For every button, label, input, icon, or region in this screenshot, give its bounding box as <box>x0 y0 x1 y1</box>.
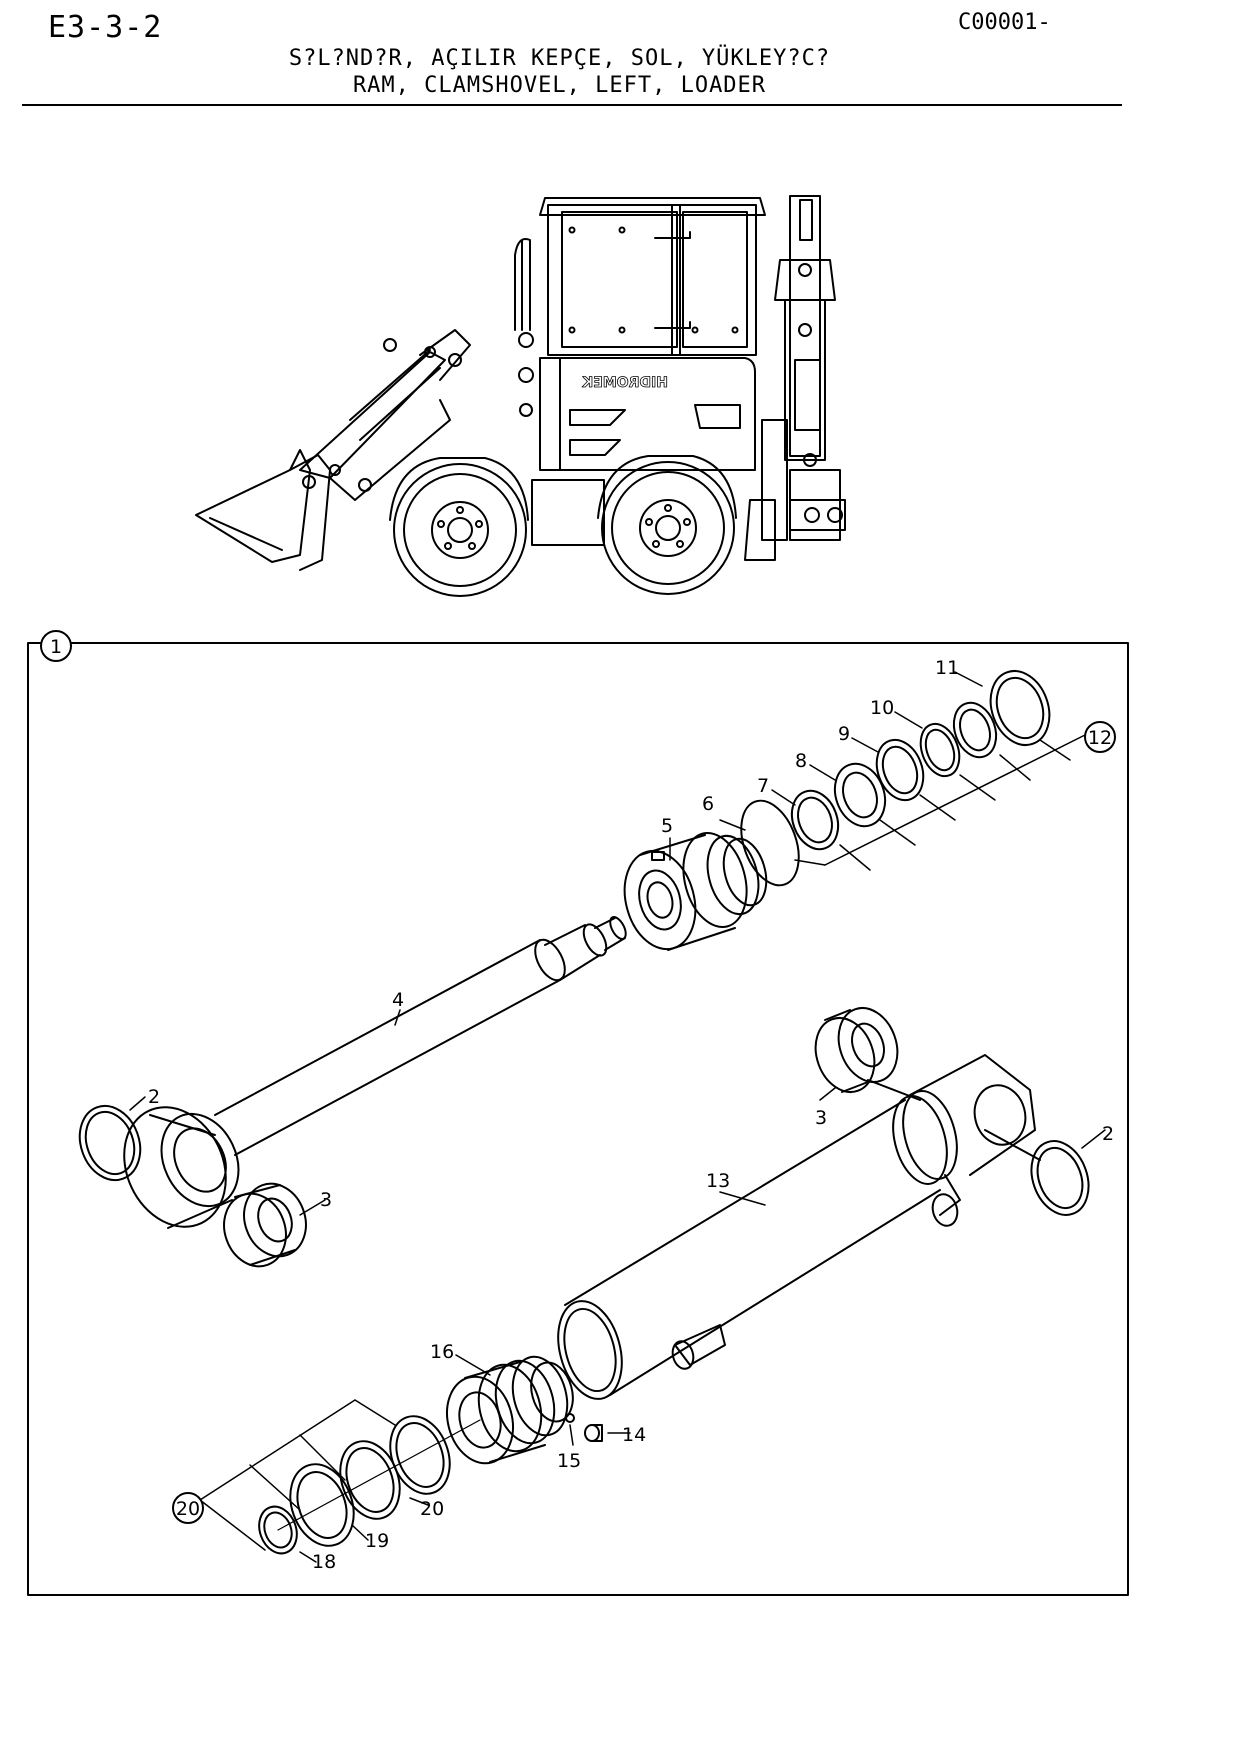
seal-8 <box>833 762 887 828</box>
snap-ring-right <box>984 1129 1090 1216</box>
title-english: RAM, CLAMSHOVEL, LEFT, LOADER <box>352 73 767 98</box>
rear-wheel <box>597 455 737 595</box>
callout-10: 10 <box>870 697 894 719</box>
callout-18: 18 <box>312 1551 336 1573</box>
callout-20: 20 <box>420 1498 444 1520</box>
machine-body <box>539 357 756 471</box>
rod-eye <box>123 1106 240 1229</box>
backhoe-loader-illustration: HIDROMEK <box>195 195 846 597</box>
header-rule <box>22 104 1122 106</box>
assembly-number: 1 <box>50 636 62 658</box>
callout-14: 14 <box>622 1424 646 1446</box>
callout-9: 9 <box>838 723 850 745</box>
callout-7: 7 <box>757 775 769 797</box>
page-code: E3-3-2 <box>48 10 163 45</box>
callout-13: 13 <box>706 1170 730 1192</box>
wiper-ring-top <box>989 670 1051 746</box>
piston-seal-20b <box>339 1440 401 1520</box>
ball-15 <box>565 1413 575 1423</box>
seal-10 <box>919 722 961 778</box>
seal-kit-12-leaders <box>794 734 1086 871</box>
cylinder-head <box>623 831 768 951</box>
brand-logo: HIDROMEK <box>581 375 668 391</box>
loader-bucket <box>195 449 311 563</box>
callout-20-text: 20 <box>176 1498 200 1520</box>
wear-ring-19 <box>289 1463 355 1547</box>
set-screw-14 <box>584 1424 603 1442</box>
cab <box>547 204 757 356</box>
callout-3-right: 3 <box>815 1107 827 1129</box>
piston <box>446 1355 574 1465</box>
seal-11 <box>952 701 998 759</box>
callout-8: 8 <box>795 750 807 772</box>
callout-6: 6 <box>702 793 714 815</box>
o-ring-6 <box>740 799 800 887</box>
spherical-bearing-rod <box>223 1182 307 1268</box>
seal-kit-20-leaders <box>199 1399 396 1551</box>
circled-callout-20 <box>172 1492 204 1524</box>
callout-2-right: 2 <box>1102 1123 1114 1145</box>
callout-12-text: 12 <box>1088 727 1112 749</box>
spherical-bearing-barrel <box>814 1007 921 1101</box>
piston-rod <box>214 916 627 1156</box>
backhoe-boom <box>744 195 846 561</box>
callout-leaders <box>129 671 1106 1563</box>
callout-2-left: 2 <box>148 1086 160 1108</box>
callout-19: 19 <box>365 1530 389 1552</box>
callout-5: 5 <box>661 815 673 837</box>
document-number: C00001- <box>958 10 1051 35</box>
callout-16: 16 <box>430 1341 454 1363</box>
assembly-number-circle <box>40 630 72 662</box>
title-turkish: S?L?ND?R, AÇILIR KEPÇE, SOL, YÜKLEY?C? <box>288 46 831 71</box>
ring-18 <box>258 1505 298 1555</box>
callout-11: 11 <box>935 657 959 679</box>
front-wheel <box>389 457 529 597</box>
callout-15: 15 <box>557 1450 581 1472</box>
seal-9 <box>875 738 925 802</box>
snap-ring-left <box>78 1104 142 1182</box>
callout-4: 4 <box>392 989 404 1011</box>
seal-7 <box>790 789 840 851</box>
callout-3-left: 3 <box>320 1189 332 1211</box>
loader-arm <box>299 351 446 479</box>
parts-frame <box>27 642 1129 1596</box>
circled-callout-12 <box>1084 721 1116 753</box>
cylinder-barrel <box>557 1054 1036 1400</box>
exhaust-pipe <box>514 238 531 331</box>
